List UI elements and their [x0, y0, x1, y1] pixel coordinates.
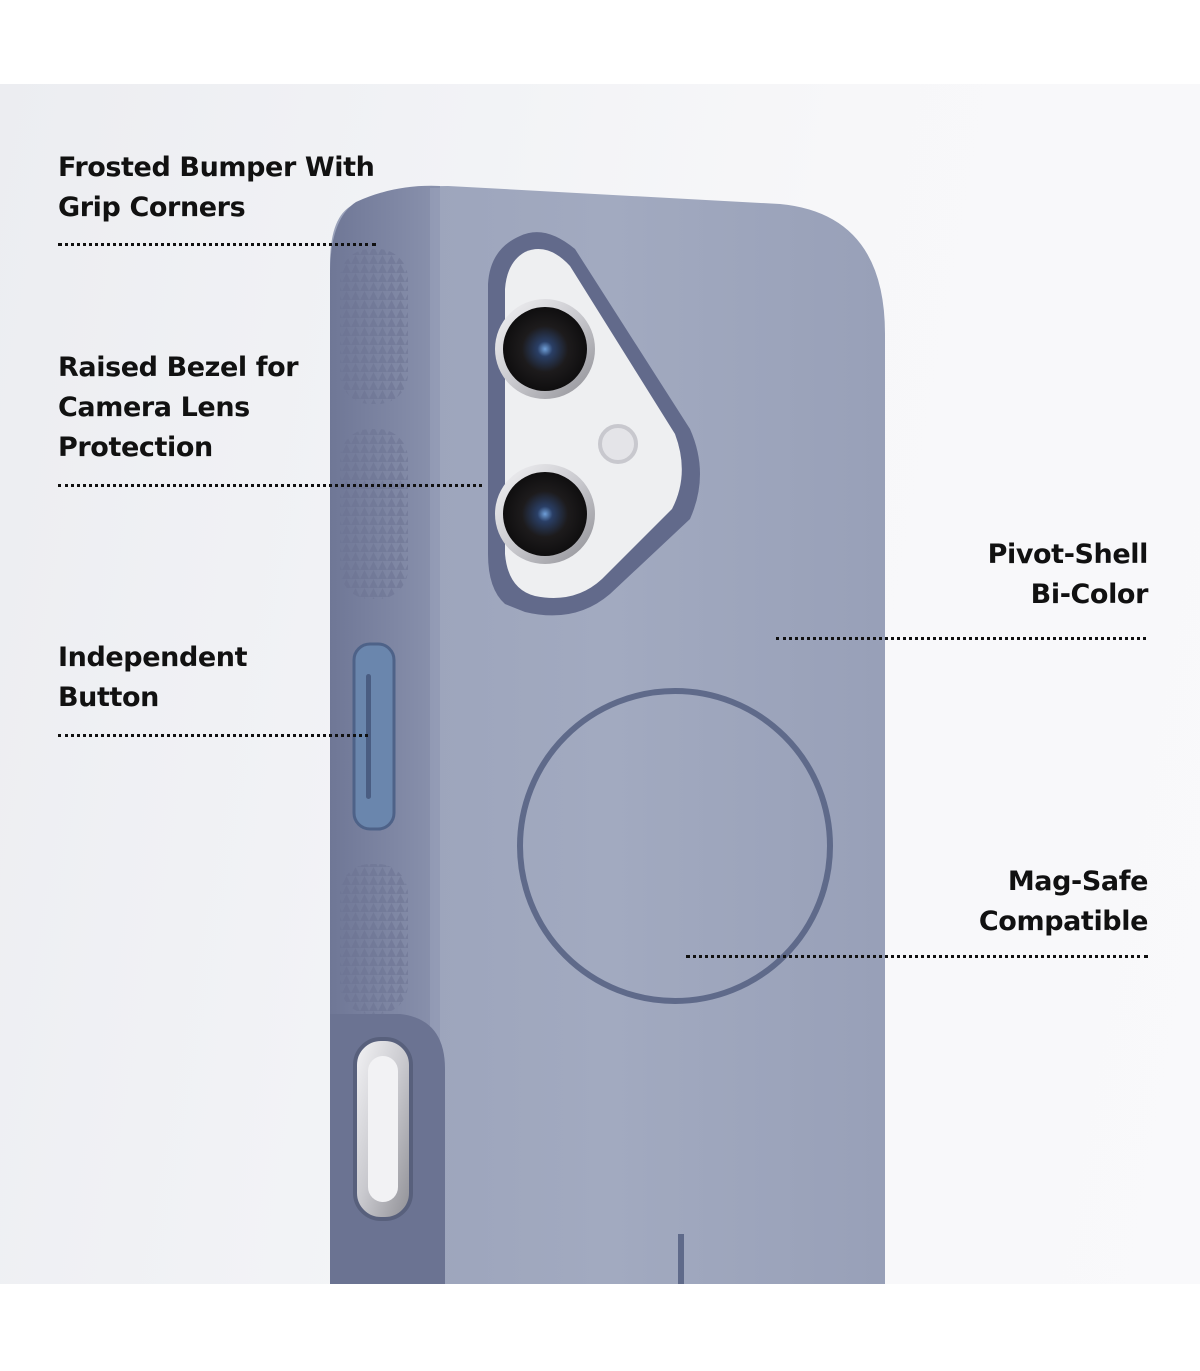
leader-button	[58, 734, 368, 737]
product-scene	[0, 84, 1200, 1284]
grip-zone-top	[340, 249, 408, 404]
lower-lens	[503, 472, 587, 556]
grip-zone-low	[340, 864, 408, 1014]
leader-magsafe	[686, 955, 1148, 958]
leader-shell	[776, 637, 1146, 640]
grip-zone-mid	[340, 429, 408, 599]
leader-bezel	[58, 484, 482, 487]
magsafe-tab	[678, 1234, 684, 1284]
phone-case-photo	[330, 185, 885, 1284]
upper-lens	[503, 307, 587, 391]
magsafe-ring	[517, 688, 833, 1004]
bumper-highlight	[430, 188, 440, 1284]
flash	[598, 424, 638, 464]
case-back	[330, 186, 885, 1284]
leader-bumper	[58, 243, 376, 246]
